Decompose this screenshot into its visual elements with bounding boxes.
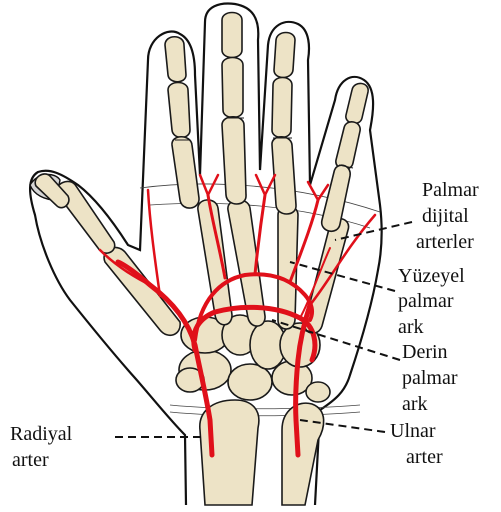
label-palmar-digital-1: Palmar (422, 179, 479, 201)
label-deep-1: Derin (402, 341, 448, 363)
label-ulnar-2: arter (406, 446, 443, 468)
label-deep-3: ark (402, 393, 428, 415)
label-superficial-3: ark (398, 316, 424, 338)
ring-middle-phalanx (272, 78, 292, 138)
label-radial-2: arter (12, 449, 49, 471)
index-distal-phalanx (165, 37, 186, 82)
index-middle-phalanx (168, 83, 190, 138)
label-palmar-digital-2: dijital (422, 205, 469, 227)
label-radial-1: Radiyal (10, 423, 73, 445)
middle-middle-phalanx (222, 58, 243, 118)
carpal-pisiform (306, 382, 330, 402)
label-deep-2: palmar (402, 367, 458, 389)
label-superficial-2: palmar (398, 290, 454, 312)
middle-distal-phalanx (222, 13, 242, 58)
label-superficial-1: Yüzeyel (398, 265, 465, 287)
label-palmar-digital-3: arterler (416, 231, 474, 253)
middle-proximal-phalanx (222, 117, 246, 204)
label-ulnar-1: Ulnar (390, 420, 436, 442)
ring-distal-phalanx (274, 33, 295, 78)
middle-finger-phalanges (222, 13, 246, 205)
